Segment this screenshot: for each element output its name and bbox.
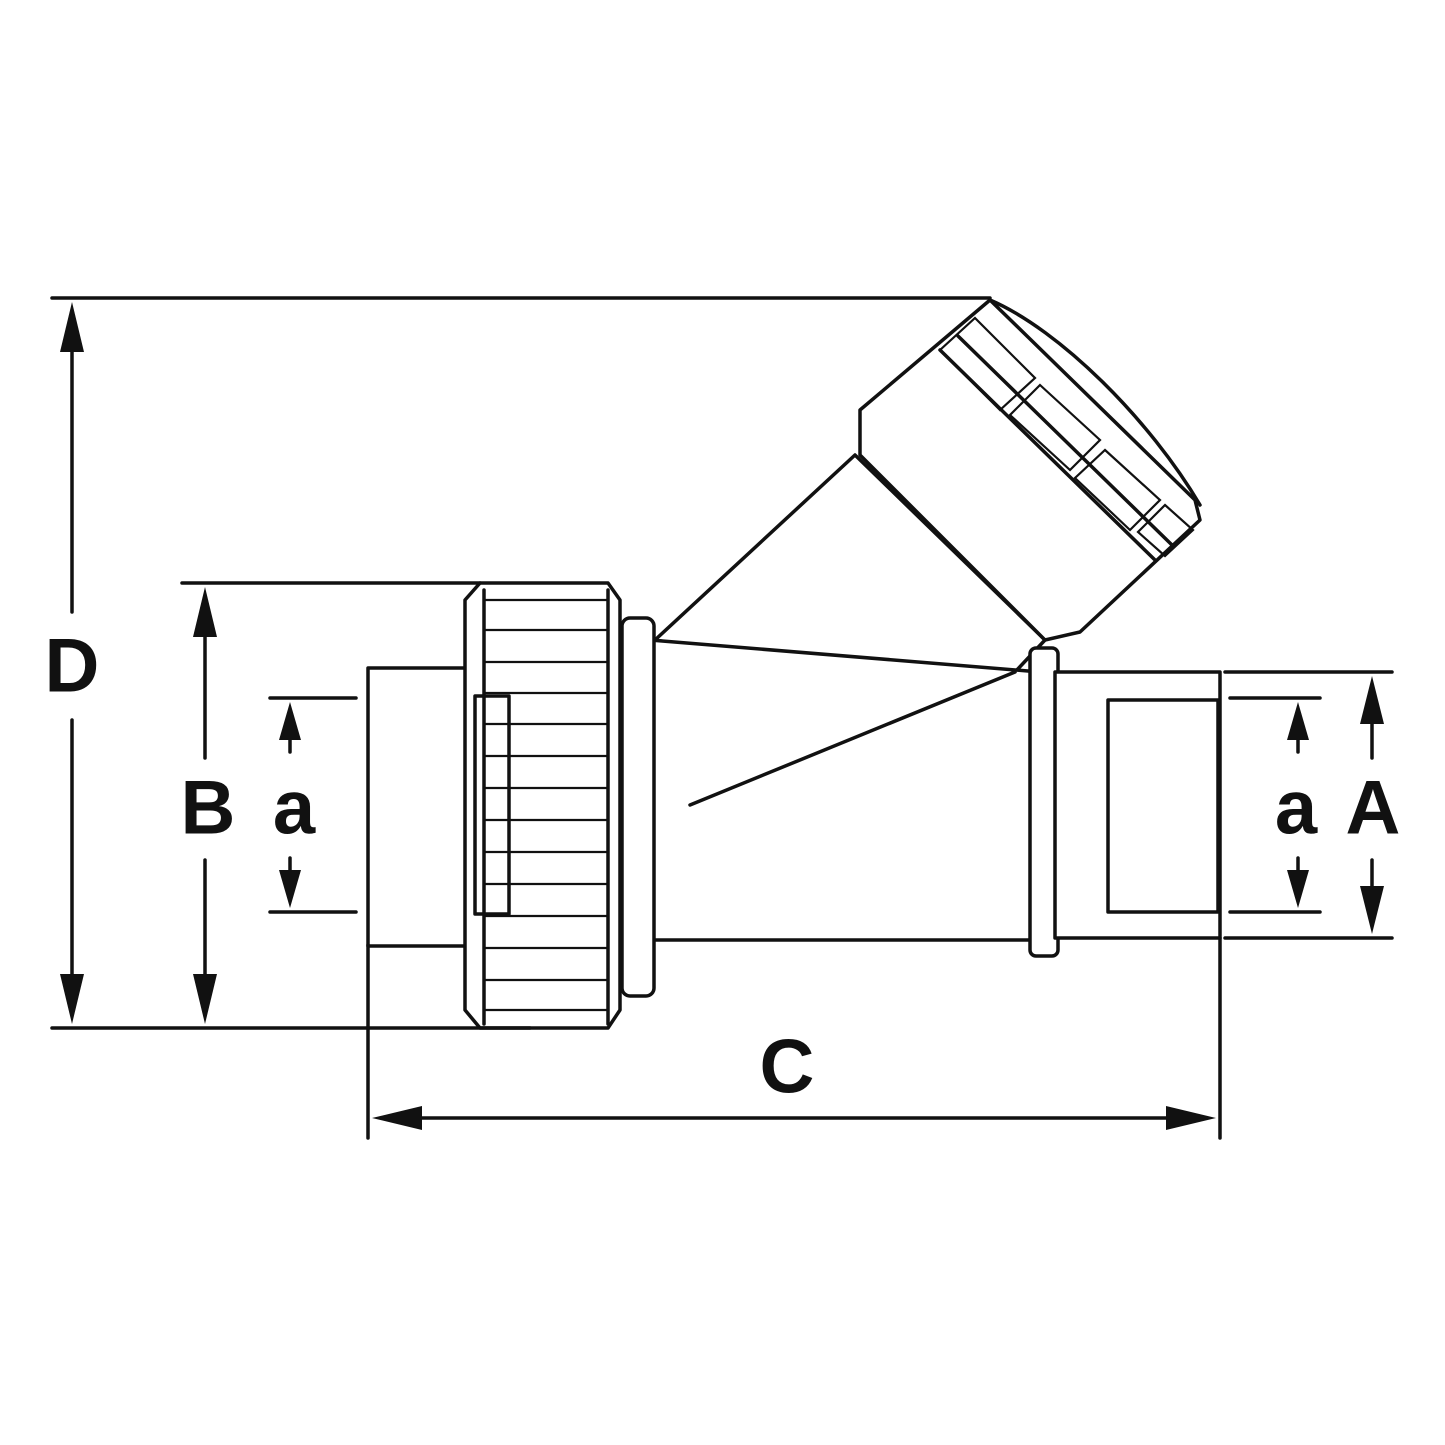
cap-grip-ribs [938,316,1195,558]
valve-body [366,581,1222,1030]
extension-lines [50,296,1394,1140]
right-socket-bore [1106,698,1220,914]
label-a-left: a [273,766,316,851]
label-c: C [760,1025,815,1110]
dimension-a-upper: A [1346,676,1401,934]
strainer-branch [653,298,1202,692]
filter-cap [858,298,1202,642]
label-a-upper: A [1346,766,1401,851]
union-nut-ribs [473,588,610,1026]
dimension-d: D [45,302,100,1024]
label-b: B [181,766,236,851]
dimension-a-right: a [1275,702,1318,908]
dimension-c: C [372,1025,1216,1130]
right-socket [1053,670,1222,940]
dimension-b: B [181,587,236,1024]
dimension-a-left: a [273,702,316,908]
union-collar [620,616,656,998]
label-d: D [45,624,100,709]
label-a-right: a [1275,766,1318,851]
union-nut [463,581,622,1030]
